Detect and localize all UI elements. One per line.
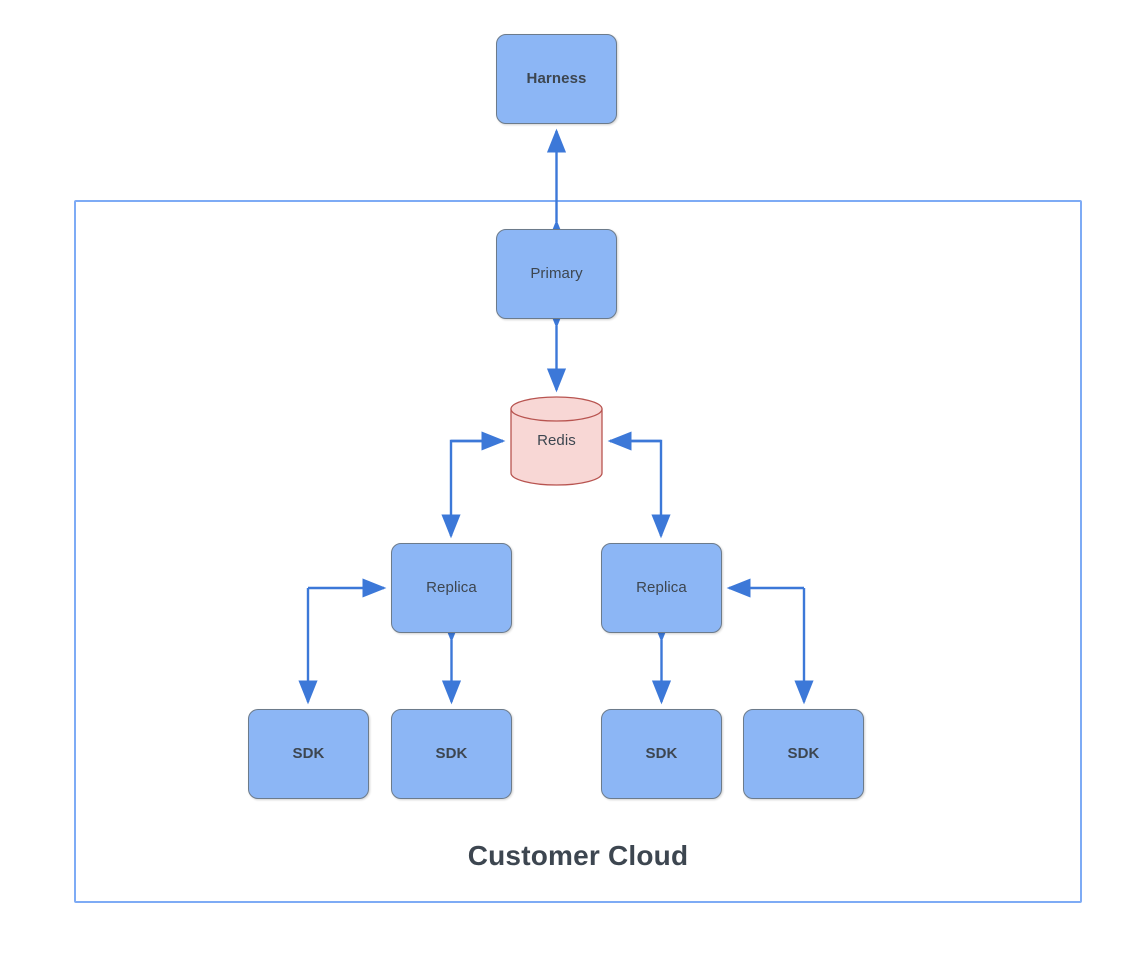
node-sdk-3-label: SDK (645, 745, 678, 762)
node-harness[interactable]: Harness (496, 34, 617, 124)
node-sdk-1[interactable]: SDK (248, 709, 369, 799)
node-sdk-2[interactable]: SDK (391, 709, 512, 799)
node-redis-datastore[interactable]: Redis (510, 396, 603, 486)
customer-cloud-boundary (74, 200, 1082, 903)
node-harness-label: Harness (526, 70, 587, 87)
node-primary-label: Primary (530, 265, 583, 282)
node-sdk-2-label: SDK (435, 745, 468, 762)
node-replica-2[interactable]: Replica (601, 543, 722, 633)
cylinder-shape (510, 396, 603, 486)
node-sdk-3[interactable]: SDK (601, 709, 722, 799)
node-sdk-4-label: SDK (787, 745, 820, 762)
node-redis-label: Redis (537, 432, 576, 449)
customer-cloud-label: Customer Cloud (467, 840, 689, 871)
node-sdk-1-label: SDK (292, 745, 325, 762)
node-replica-2-label: Replica (636, 579, 687, 596)
node-primary[interactable]: Primary (496, 229, 617, 319)
node-replica-1[interactable]: Replica (391, 543, 512, 633)
node-sdk-4[interactable]: SDK (743, 709, 864, 799)
node-replica-1-label: Replica (426, 579, 477, 596)
